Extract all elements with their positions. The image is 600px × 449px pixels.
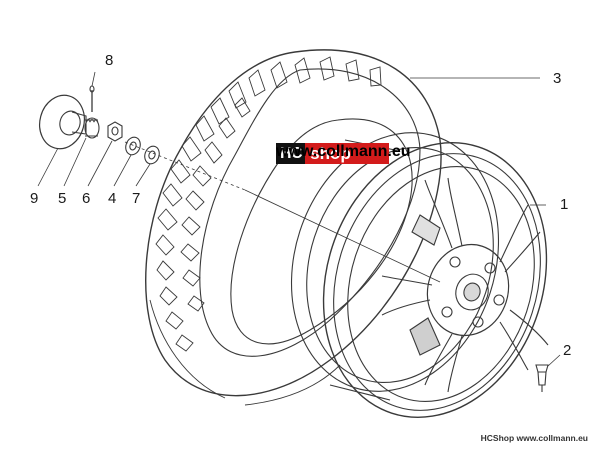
callout-4: 4 xyxy=(108,190,117,207)
callout-1: 1 xyxy=(560,196,569,213)
tyre xyxy=(145,49,442,406)
axle-parts xyxy=(39,85,441,283)
callout-8: 8 xyxy=(105,52,114,69)
callout-7: 7 xyxy=(132,190,141,207)
callout-6: 6 xyxy=(82,190,91,207)
tyre-valve xyxy=(535,364,549,392)
logo-shop-text: shop xyxy=(305,143,389,164)
wheel-rim xyxy=(290,132,549,418)
callout-2: 2 xyxy=(563,342,572,359)
hcshop-logo: HC shop xyxy=(276,143,389,164)
footer-credit: HCShop www.collmann.eu xyxy=(480,433,588,443)
callout-9: 9 xyxy=(30,190,39,207)
logo-hc-text: HC xyxy=(276,143,306,164)
leader-lines xyxy=(37,71,561,367)
callout-3: 3 xyxy=(553,70,562,87)
callout-5: 5 xyxy=(58,190,67,207)
logo-tagline: www.collmann.eu xyxy=(276,143,411,160)
